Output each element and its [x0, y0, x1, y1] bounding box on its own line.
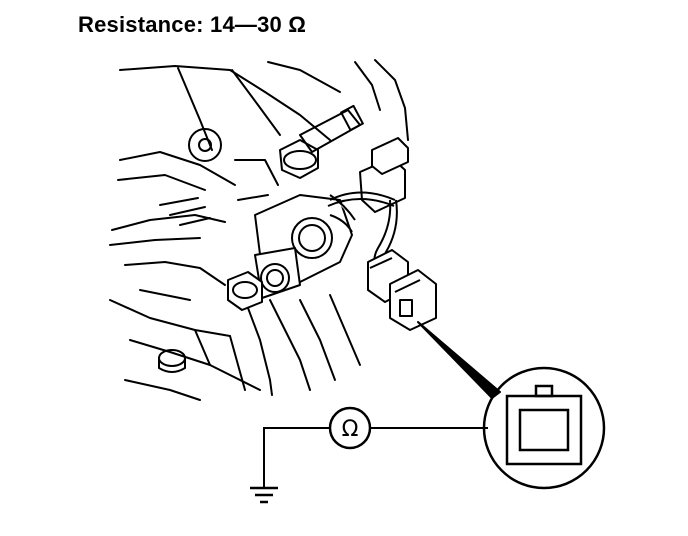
leader-line [417, 321, 501, 399]
upper-fitting [279, 104, 364, 179]
ohmmeter-circuit [263, 427, 488, 488]
meter-ohm-symbol: Ω [342, 417, 359, 442]
harness-connector [367, 249, 437, 331]
sensor-plug [329, 137, 409, 233]
resistance-spec: Resistance: 14—30 Ω [78, 12, 307, 37]
sensor-connector-icon [482, 366, 606, 490]
engine-block [109, 59, 409, 401]
sensor-body [227, 194, 353, 311]
ohmmeter-icon: Ω [328, 406, 372, 450]
ground-symbol-icon [250, 486, 278, 504]
